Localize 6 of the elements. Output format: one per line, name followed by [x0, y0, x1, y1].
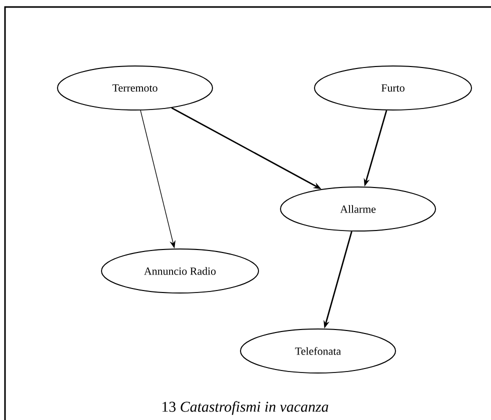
ellipse-node: Terremoto	[57, 66, 213, 110]
ellipse-node: Telefonata	[240, 328, 396, 374]
ellipse-node: Allarme	[280, 186, 436, 232]
ellipse-node: Furto	[314, 66, 472, 110]
ellipse-node: Annuncio Radio	[101, 248, 259, 294]
caption: 13 Catastrofismi in vacanza	[162, 401, 328, 415]
